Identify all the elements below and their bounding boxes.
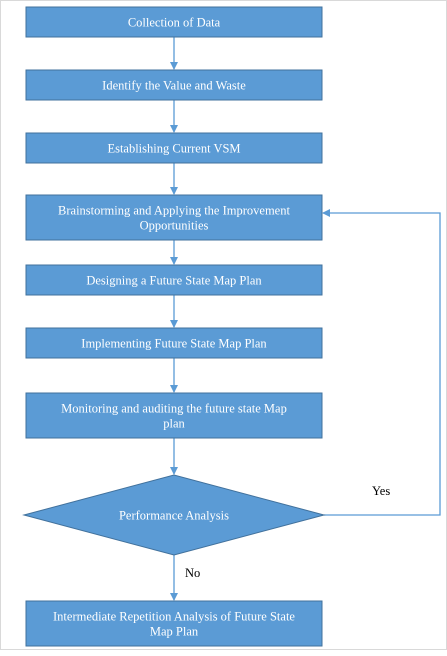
decision-label: Performance Analysis — [119, 509, 229, 523]
process-box-implementing: Implementing Future State Map Plan — [25, 327, 323, 359]
process-box-shape — [25, 600, 323, 647]
step-label-line: plan — [163, 417, 185, 431]
step-label-line: Establishing Current VSM — [107, 142, 240, 156]
process-box-shape — [25, 327, 323, 359]
step-label-line: Monitoring and auditing the future state… — [61, 402, 287, 416]
step-label-line: Identify the Value and Waste — [102, 79, 246, 93]
step-label-line: Designing a Future State Map Plan — [86, 274, 262, 288]
process-box-collection: Collection of Data — [25, 6, 323, 38]
process-box-monitoring: Monitoring and auditing the future state… — [25, 392, 323, 439]
step-label-line: Map Plan — [150, 625, 199, 639]
process-box-brainstorming: Brainstorming and Applying the Improveme… — [25, 194, 323, 241]
step-label-line: Brainstorming and Applying the Improveme… — [58, 204, 290, 218]
yes-loop-arrow — [322, 209, 441, 516]
process-box-shape — [25, 264, 323, 296]
process-box-shape — [25, 132, 323, 164]
step-label-line: Intermediate Repetition Analysis of Futu… — [53, 610, 295, 624]
process-box-shape — [25, 194, 323, 241]
no-label: No — [185, 566, 200, 580]
yes-label: Yes — [372, 484, 390, 498]
step-label-line: Implementing Future State Map Plan — [81, 337, 267, 351]
decision-performance-analysis: Performance Analysis — [22, 474, 326, 556]
process-box-shape — [25, 6, 323, 38]
process-box-shape — [25, 69, 323, 101]
connectors — [170, 37, 441, 601]
process-box-identify: Identify the Value and Waste — [25, 69, 323, 101]
process-box-shape — [25, 392, 323, 439]
step-label-line: Collection of Data — [128, 16, 221, 30]
step-label-line: Opportunities — [140, 219, 209, 233]
process-box-final: Intermediate Repetition Analysis of Futu… — [25, 600, 323, 647]
decision-diamond-shape — [22, 474, 326, 556]
process-box-designing: Designing a Future State Map Plan — [25, 264, 323, 296]
process-box-current-vsm: Establishing Current VSM — [25, 132, 323, 164]
